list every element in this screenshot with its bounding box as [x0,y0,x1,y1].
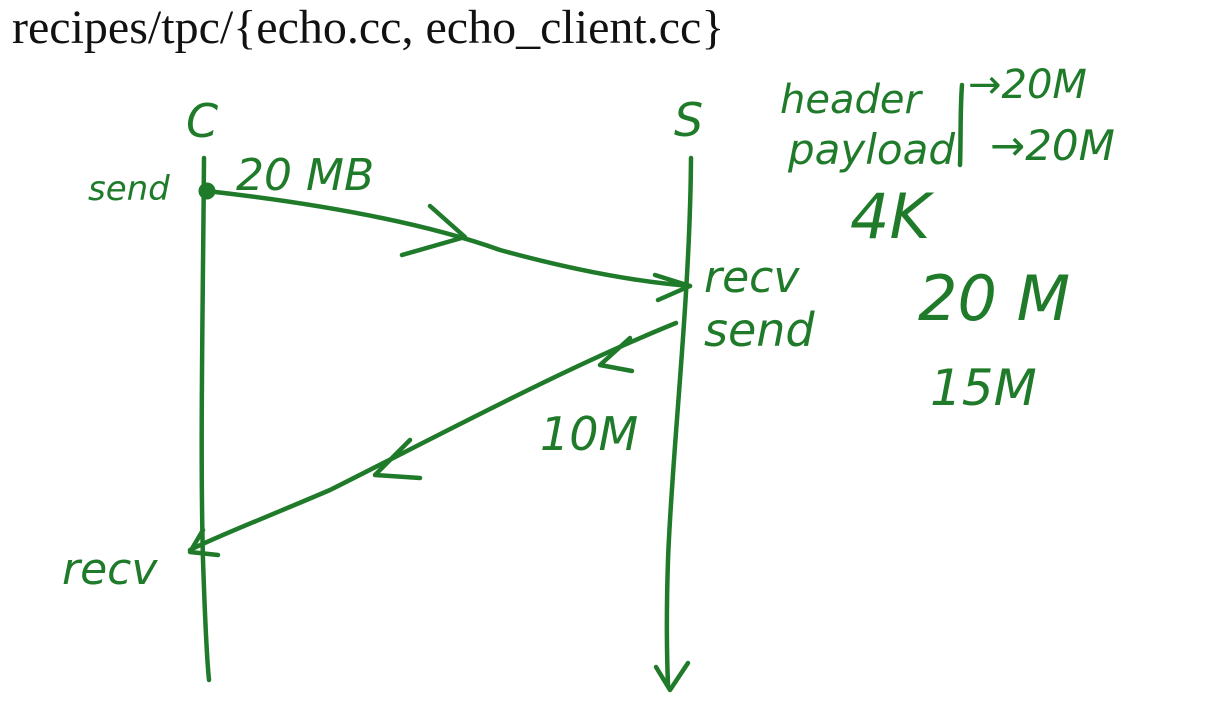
buffer-size-note: 4K [850,180,934,253]
server-lifeline-arrowhead [653,660,691,693]
response-arrow-head-mid [372,437,423,481]
labels: C S send 20 MB recv send 10M recv header… [62,62,1115,595]
client-send-label: send [88,169,170,209]
response-size-label: 10M [540,407,638,461]
response-arrow-head-top [597,335,635,374]
response-arrow [187,320,679,553]
payload-note: payload [787,125,955,174]
client-lifeline [199,155,212,683]
note-15m: 15M [930,359,1037,417]
response-arrow-head-end [187,527,221,558]
payload-value-note: →20M [990,121,1115,170]
slide-title: recipes/tpc/{echo.cc, echo_client.cc} [12,1,725,54]
client-recv-label: recv [62,544,158,595]
header-note: header [780,77,923,123]
request-arrow [204,188,693,289]
header-value-note: →20M [968,62,1087,108]
server-recv-label: recv [704,252,800,303]
request-size-label: 20 MB [236,150,374,201]
server-label: S [674,93,703,147]
client-label: C [186,94,218,148]
note-20m: 20 M [918,262,1070,335]
server-send-label: send [704,303,815,357]
request-arrow-head-end [652,272,693,303]
request-arrow-head-mid [399,203,468,258]
note-divider [957,82,965,168]
ink-strokes [187,82,965,693]
server-lifeline [664,155,694,688]
